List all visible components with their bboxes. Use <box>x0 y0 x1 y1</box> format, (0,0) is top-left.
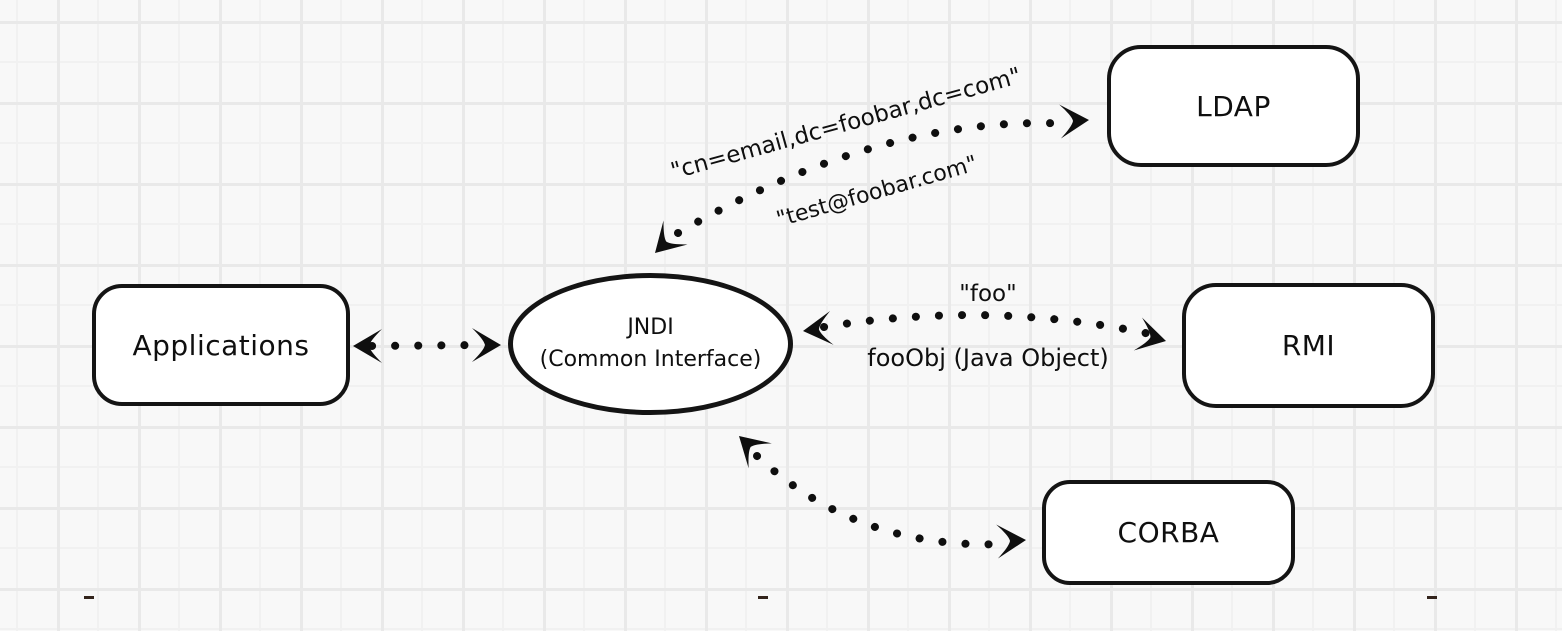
node-applications: Applications <box>92 284 350 406</box>
node-jndi: JNDI (Common Interface) <box>508 273 793 415</box>
edge-label-jndi-rmi-top: "foo" <box>959 281 1017 307</box>
arrowhead-left-icon <box>353 329 382 363</box>
arrowhead-right-icon <box>472 328 501 362</box>
page-mark-left <box>84 596 94 599</box>
node-rmi: RMI <box>1182 283 1435 408</box>
node-jndi-subtitle: (Common Interface) <box>539 347 762 372</box>
node-ldap-label: LDAP <box>1196 89 1271 123</box>
edge-jndi-corba <box>739 436 1026 559</box>
arrowhead-left-icon <box>803 311 834 345</box>
arrowhead-up-left-icon <box>739 436 772 469</box>
edge-jndi-rmi <box>803 311 1166 351</box>
page-mark-center <box>758 596 768 599</box>
arrowhead-right-icon <box>996 524 1026 559</box>
node-corba-label: CORBA <box>1117 516 1220 549</box>
node-rmi-label: RMI <box>1281 329 1336 362</box>
edge-applications-jndi <box>353 328 501 363</box>
node-ldap: LDAP <box>1107 45 1360 167</box>
edge-jndi-rmi-line <box>820 311 1154 338</box>
arrowhead-right-icon <box>1059 104 1089 139</box>
node-jndi-title: JNDI <box>627 315 674 341</box>
node-applications-label: Applications <box>132 328 310 362</box>
edge-jndi-ldap <box>655 104 1089 253</box>
edge-applications-jndi-line <box>368 341 488 350</box>
node-corba: CORBA <box>1042 480 1295 585</box>
arrowhead-right-icon <box>1133 317 1166 351</box>
arrowhead-down-left-icon <box>655 220 688 253</box>
page-mark-right <box>1427 596 1437 599</box>
edge-label-jndi-rmi-bottom: fooObj (Java Object) <box>867 344 1109 372</box>
edge-jndi-corba-line <box>753 452 1008 549</box>
